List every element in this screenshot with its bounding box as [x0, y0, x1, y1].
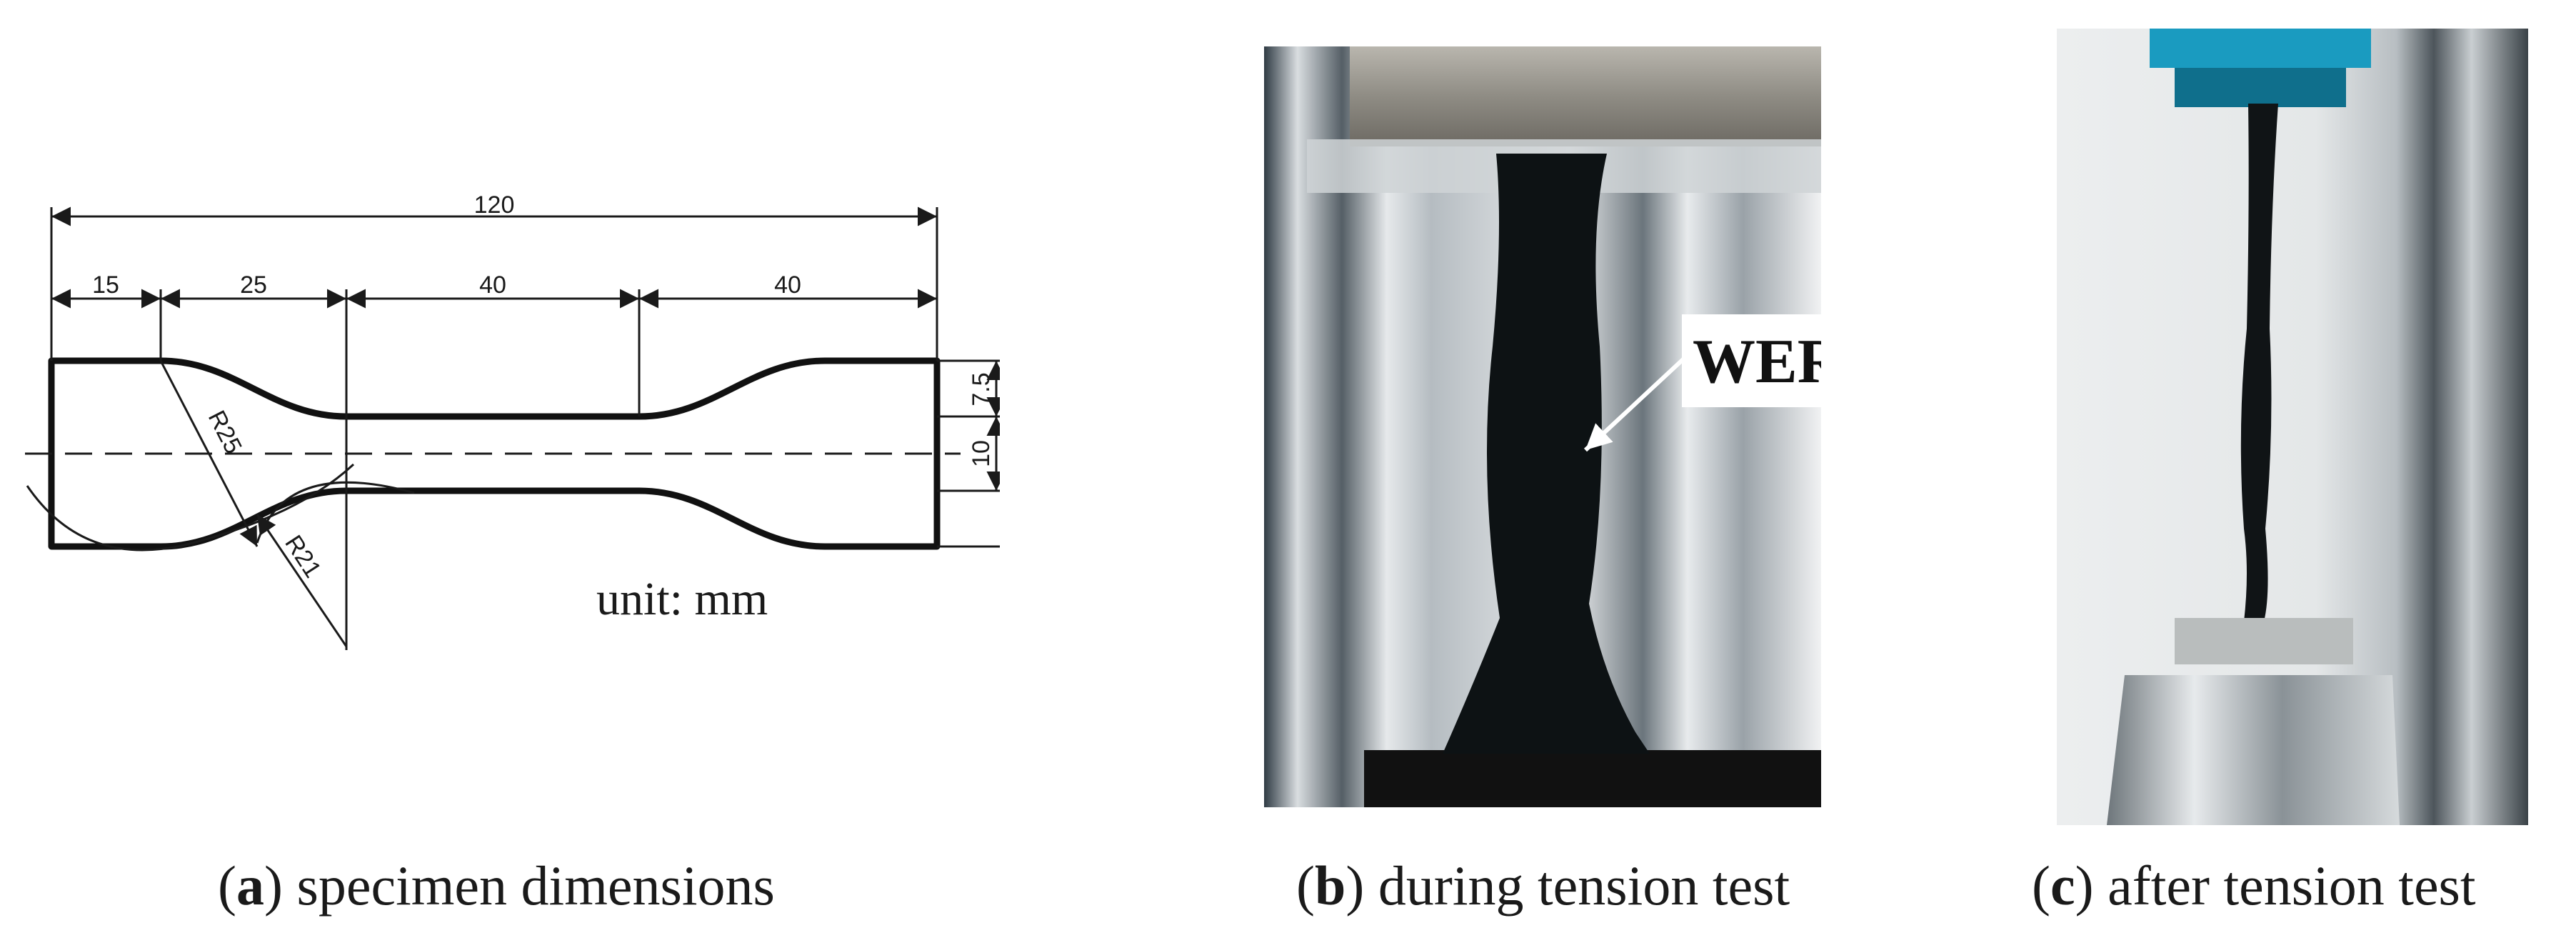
bottom-grip-block: [2175, 618, 2353, 664]
dim-seg2-label: 25: [240, 271, 267, 299]
caption-b-text: during tension test: [1364, 854, 1790, 917]
photo-after-test-svg: [2057, 29, 2528, 825]
radius-leader-r25: [159, 360, 259, 547]
unit-label: unit: mm: [596, 573, 768, 625]
radius-r25-label: R25: [203, 406, 247, 459]
caption-b: (b) during tension test: [1296, 854, 1790, 917]
top-grip: [2150, 29, 2371, 68]
callout-box: [1682, 314, 1821, 407]
bottom-clamp: [1364, 750, 1821, 807]
radius-leader-r21: [256, 514, 348, 647]
top-grip-base: [2175, 68, 2346, 107]
radius-arc-inner: [26, 463, 355, 552]
caption-b-letter: b: [1314, 854, 1346, 917]
bottom-grip-body: [2107, 675, 2400, 825]
photo-during-test: WEREA: [1264, 46, 1930, 807]
callout-arrow: [1583, 355, 1688, 452]
caption-c-letter: c: [2050, 854, 2075, 917]
callout-label: WEREA: [1693, 327, 1821, 396]
caption-c: (c) after tension test: [2032, 854, 2476, 917]
dim-seg3-label: 40: [479, 271, 506, 299]
top-clamp: [1350, 46, 1821, 146]
caption-c-text: after tension test: [2093, 854, 2476, 917]
specimen: [1443, 154, 1650, 754]
photo-during-test-svg: WEREA: [1264, 46, 1930, 807]
dim-seg4-label: 40: [774, 271, 801, 299]
fractured-specimen: [2240, 104, 2278, 622]
extension-lines: [50, 207, 1050, 650]
photo-after-test: [2057, 29, 2528, 825]
caption-a: (a) specimen dimensions: [218, 854, 775, 917]
specimen-drawing: 120 15 25 40 40 7.5 10 25 R25 R21 unit: …: [0, 0, 1050, 944]
dim-seg1-label: 15: [92, 271, 119, 299]
dim-half-step-label: 7.5: [968, 372, 995, 406]
dim-gauge-width-label: 10: [968, 440, 995, 467]
caption-a-letter: a: [236, 854, 264, 917]
caption-a-text: specimen dimensions: [282, 854, 775, 917]
specimen-drawing-svg: 120 15 25 40 40 7.5 10 25 R25 R21 unit: …: [25, 191, 1050, 650]
dim-total-label: 120: [474, 191, 515, 219]
